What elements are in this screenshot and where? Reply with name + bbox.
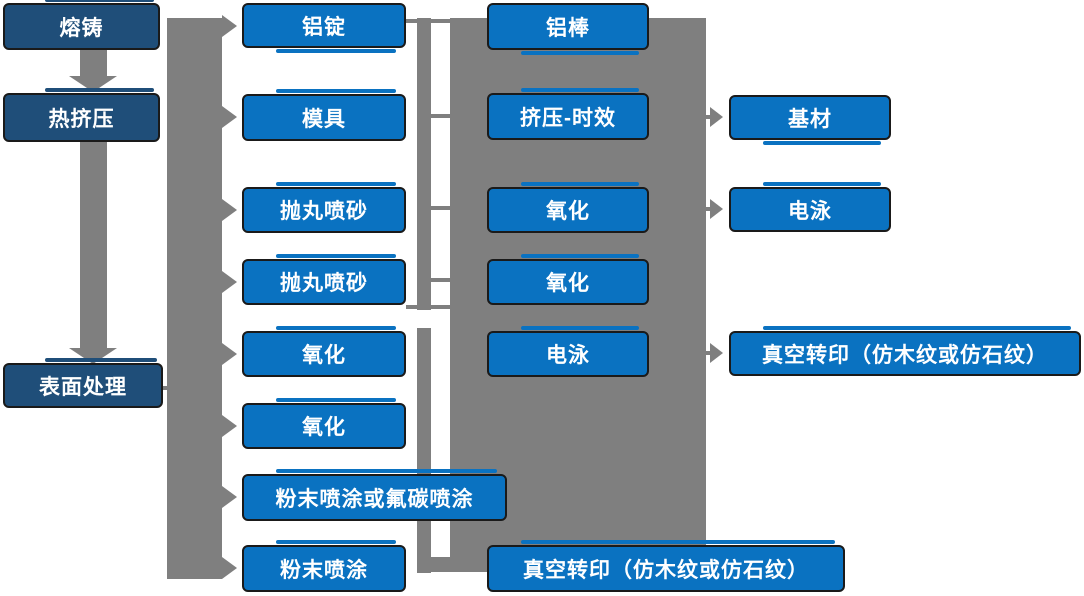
rail-col2-col3-upper xyxy=(417,18,431,310)
node-label: 粉末喷涂 xyxy=(280,558,368,582)
node-echo-edge xyxy=(521,540,835,544)
node-echo-edge xyxy=(276,326,396,330)
node-label: 铝棒 xyxy=(546,16,590,40)
node-echo-edge xyxy=(521,254,639,258)
down-arrow-stem-casting-to-extrusion xyxy=(80,50,107,77)
node-melting-casting: 熔铸 xyxy=(3,0,160,50)
arrow-right-icon-electrophoresis xyxy=(710,199,723,219)
arrow-right-icon-vacuum-transfer xyxy=(710,343,723,363)
node-echo-edge xyxy=(521,88,639,92)
node-echo-edge xyxy=(521,51,639,55)
node-label: 抛丸喷砂 xyxy=(280,272,368,295)
rail-tick-1 xyxy=(406,19,450,23)
node-extrusion-aging: 挤压-时效 xyxy=(487,88,649,140)
rail-tick-5 xyxy=(406,305,450,309)
node-label: 氧化 xyxy=(546,272,590,295)
node-echo-edge xyxy=(763,326,1071,330)
arrow-right-icon-row1 xyxy=(222,15,237,37)
node-echo-edge xyxy=(276,182,396,186)
node-echo-edge xyxy=(763,182,881,186)
rail-tick-4 xyxy=(431,278,450,282)
node-oxidation-3: 氧化 xyxy=(487,182,649,233)
node-powder-coating: 粉末喷涂 xyxy=(242,540,406,592)
node-echo-edge xyxy=(763,141,881,145)
node-echo-edge xyxy=(521,182,639,186)
node-mold: 模具 xyxy=(242,89,406,141)
down-arrow-stem-extrusion-to-surface xyxy=(80,141,107,349)
node-aluminum-ingot: 铝锭 xyxy=(242,3,406,53)
node-shot-blasting-1: 抛丸喷砂 xyxy=(242,182,406,233)
node-label: 氧化 xyxy=(302,344,346,367)
arrow-right-icon-row8 xyxy=(222,557,237,579)
flow-band-col1-to-col2 xyxy=(167,18,222,579)
node-echo-edge xyxy=(521,326,639,330)
node-echo-edge xyxy=(45,358,157,362)
node-label: 挤压-时效 xyxy=(520,106,616,130)
arrow-stub-to-base-material xyxy=(704,115,712,119)
arrow-right-icon-row2 xyxy=(222,106,237,128)
node-label: 模具 xyxy=(302,107,346,131)
arrow-right-icon-row4 xyxy=(222,271,237,293)
node-label: 真空转印（仿木纹或仿石纹） xyxy=(762,343,1048,367)
node-label: 表面处理 xyxy=(39,375,127,399)
arrow-right-icon-row3 xyxy=(222,199,237,221)
node-label: 电泳 xyxy=(546,344,590,367)
node-oxidation-1: 氧化 xyxy=(242,326,406,377)
node-aluminum-rod: 铝棒 xyxy=(487,3,649,55)
arrow-stub-to-electrophoresis xyxy=(704,207,712,211)
arrow-stub-to-vacuum-transfer xyxy=(704,351,712,355)
arrow-right-icon-row5 xyxy=(222,343,237,365)
node-shot-blasting-2: 抛丸喷砂 xyxy=(242,254,406,305)
arrow-right-icon-row6 xyxy=(222,415,237,437)
node-powder-or-fluorocarbon: 粉末喷涂或氟碳喷涂 xyxy=(242,469,507,521)
node-vacuum-transfer-right: 真空转印（仿木纹或仿石纹） xyxy=(729,326,1081,376)
arrow-right-icon-base-material xyxy=(710,107,723,127)
rail-tick-2 xyxy=(431,114,450,118)
node-hot-extrusion: 热挤压 xyxy=(3,88,160,142)
node-oxidation-4: 氧化 xyxy=(487,254,649,305)
node-echo-edge xyxy=(45,88,154,92)
node-echo-edge xyxy=(276,49,396,53)
node-electrophoresis-2: 电泳 xyxy=(729,182,891,232)
node-label: 粉末喷涂或氟碳喷涂 xyxy=(275,487,474,511)
arrow-right-icon-row7 xyxy=(222,486,237,508)
node-echo-edge xyxy=(45,0,154,2)
rail-col2-col3-lower xyxy=(417,328,431,573)
node-label: 基材 xyxy=(788,107,832,131)
node-label: 电泳 xyxy=(788,199,832,223)
node-label: 氧化 xyxy=(546,200,590,223)
node-echo-edge xyxy=(276,398,396,402)
node-oxidation-2: 氧化 xyxy=(242,398,406,449)
node-electrophoresis-1: 电泳 xyxy=(487,326,649,377)
rail-tick-3 xyxy=(431,206,450,210)
node-label: 抛丸喷砂 xyxy=(280,200,368,223)
node-label: 熔铸 xyxy=(59,16,104,40)
node-base-material: 基材 xyxy=(729,95,891,145)
node-vacuum-transfer-bottom: 真空转印（仿木纹或仿石纹） xyxy=(487,540,845,592)
node-label: 真空转印（仿木纹或仿石纹） xyxy=(523,558,809,582)
node-surface-treatment: 表面处理 xyxy=(3,358,163,408)
node-echo-edge xyxy=(276,254,396,258)
connector-surface-treatment-to-band xyxy=(160,386,174,390)
node-label: 铝锭 xyxy=(302,15,346,39)
node-label: 热挤压 xyxy=(48,107,115,131)
node-echo-edge xyxy=(276,469,497,473)
node-label: 氧化 xyxy=(302,416,346,439)
node-echo-edge xyxy=(276,540,396,544)
node-echo-edge xyxy=(276,89,396,93)
